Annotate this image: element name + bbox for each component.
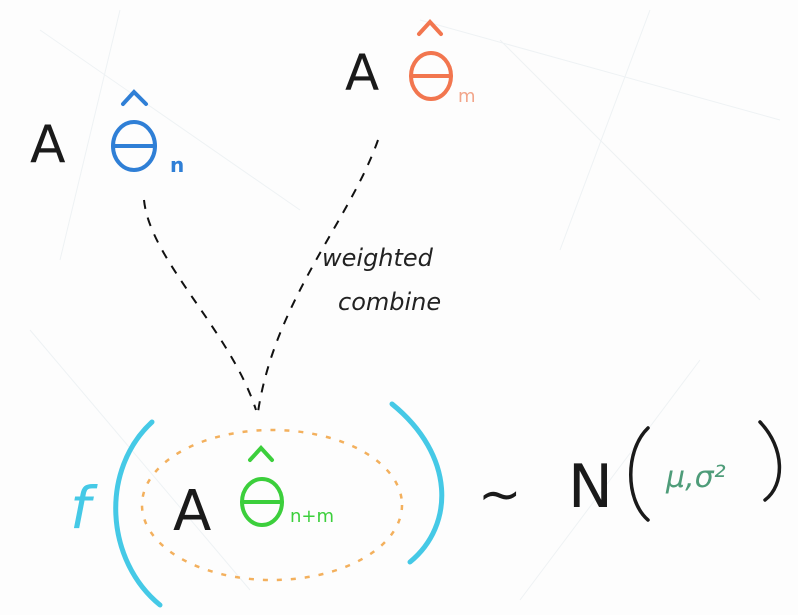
line-from-theta-n bbox=[143, 199, 257, 411]
bottom-prefix: A bbox=[173, 479, 211, 544]
theta-n-subscript: n bbox=[170, 153, 184, 177]
dist-right-paren bbox=[758, 420, 782, 502]
theta-n-prefix: A bbox=[30, 115, 66, 175]
right-paren bbox=[389, 401, 445, 565]
combine-lines bbox=[143, 139, 379, 413]
line-from-theta-m bbox=[257, 139, 379, 413]
left-paren bbox=[113, 419, 163, 608]
theta-m-prefix: A bbox=[345, 44, 379, 102]
normal-dist-N: N bbox=[568, 452, 613, 522]
tilde-symbol: ~ bbox=[478, 465, 522, 525]
theta-n-hat-symbol bbox=[111, 89, 157, 172]
annotation-line-2: combine bbox=[338, 288, 441, 316]
background-scribbles bbox=[29, 9, 781, 601]
function-f: f bbox=[70, 474, 98, 542]
annotation-line-1: weighted bbox=[322, 244, 434, 272]
theta-nm-hat-symbol bbox=[240, 445, 284, 527]
theta-n-group: A n bbox=[30, 89, 184, 177]
dist-params: μ,σ² bbox=[665, 460, 726, 495]
theta-nm-subscript: n+m bbox=[290, 506, 334, 527]
theta-m-group: A m bbox=[345, 19, 476, 107]
dashed-highlight-ellipse bbox=[140, 428, 404, 582]
dist-left-paren bbox=[629, 426, 650, 522]
theta-m-subscript: m bbox=[458, 86, 476, 107]
theta-m-hat-symbol bbox=[409, 19, 453, 101]
bottom-expression: f A n+m ~ N μ,σ² bbox=[70, 401, 782, 608]
